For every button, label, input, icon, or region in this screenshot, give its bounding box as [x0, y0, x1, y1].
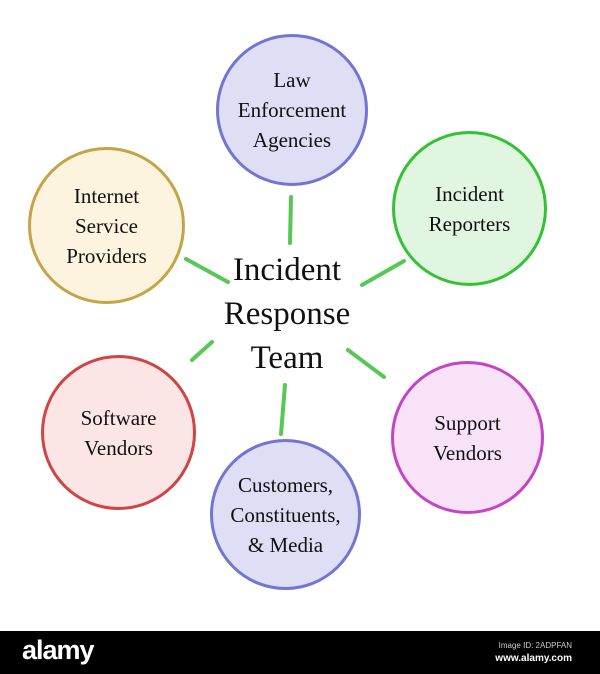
image-id: Image ID: 2ADPFAN: [498, 641, 572, 650]
connector-isp: [184, 257, 230, 284]
footer-bar: alamy Image ID: 2ADPFAN www.alamy.com: [0, 631, 600, 674]
connector-support: [346, 348, 386, 379]
connector-customers: [279, 383, 287, 436]
footer-url: www.alamy.com: [495, 653, 572, 664]
node-customers: Customers, Constituents, & Media: [210, 439, 361, 590]
node-software-vendors: Software Vendors: [41, 355, 196, 510]
connector-software: [190, 340, 214, 362]
connector-reporters: [360, 259, 406, 287]
node-law-enforcement: Law Enforcement Agencies: [216, 34, 368, 186]
node-support-vendors: Support Vendors: [391, 361, 544, 514]
connector-law: [288, 195, 293, 245]
center-label: Incident Response Team: [223, 252, 351, 376]
node-incident-reporters: Incident Reporters: [392, 131, 547, 286]
alamy-logo: alamy: [22, 635, 95, 665]
node-internet-service-providers: Internet Service Providers: [28, 147, 185, 304]
